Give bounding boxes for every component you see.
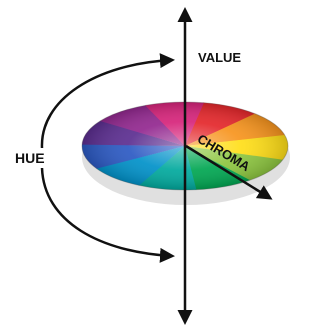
value-label: VALUE <box>198 51 241 64</box>
hue-label: HUE <box>15 151 45 165</box>
